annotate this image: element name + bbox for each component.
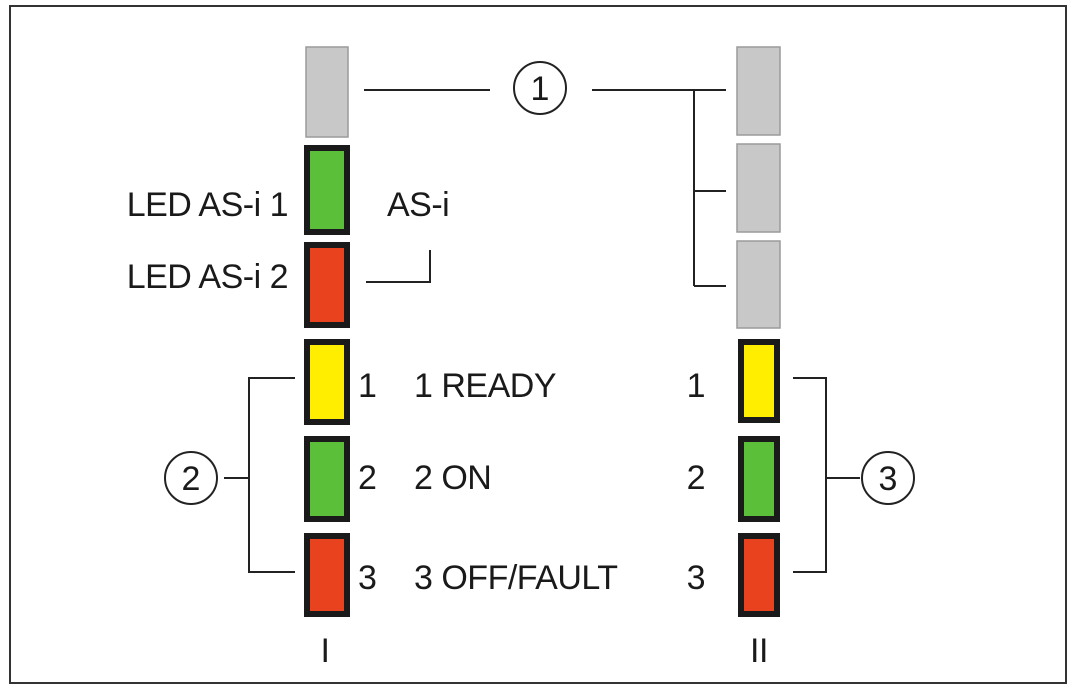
led-asi-2	[304, 242, 350, 328]
left-led-1	[304, 339, 350, 425]
right-led-3-number: 3	[687, 559, 705, 597]
right-cap-3	[736, 240, 781, 329]
left-led-1-number: 1	[358, 367, 376, 405]
legend-ready: 1 READY	[414, 367, 556, 405]
left-led-2	[304, 436, 350, 522]
led-asi-1-label: LED AS-i 1	[127, 186, 288, 224]
callout-3-circle	[861, 451, 915, 505]
asi-group-label: AS-i	[387, 186, 449, 224]
left-led-3-number: 3	[358, 559, 376, 597]
callout-2-circle	[164, 451, 218, 505]
left-cap	[305, 46, 349, 138]
right-roman-label: II	[750, 632, 768, 670]
diagram-frame	[9, 5, 1067, 684]
asi-group-connector	[366, 250, 431, 283]
left-bracket	[248, 377, 295, 573]
right-led-3	[738, 533, 780, 617]
left-led-2-number: 2	[358, 459, 376, 497]
led-asi-2-label: LED AS-i 2	[127, 258, 288, 296]
left-led-3	[304, 533, 350, 617]
callout-1-circle	[513, 61, 567, 115]
right-cap-2	[736, 143, 781, 233]
right-led-2-number: 2	[687, 459, 705, 497]
legend-off-fault: 3 OFF/FAULT	[414, 559, 618, 597]
left-roman-label: I	[321, 632, 330, 670]
right-led-1	[738, 339, 780, 423]
right-bracket	[793, 377, 827, 573]
legend-on: 2 ON	[414, 459, 491, 497]
right-led-1-number: 1	[687, 367, 705, 405]
callout-3-number: 3	[879, 460, 898, 498]
right-cap-1	[736, 46, 781, 136]
led-asi-1	[304, 145, 350, 235]
callout-2-number: 2	[182, 460, 201, 498]
right-led-2	[738, 436, 780, 522]
callout-1-number: 1	[531, 70, 550, 108]
